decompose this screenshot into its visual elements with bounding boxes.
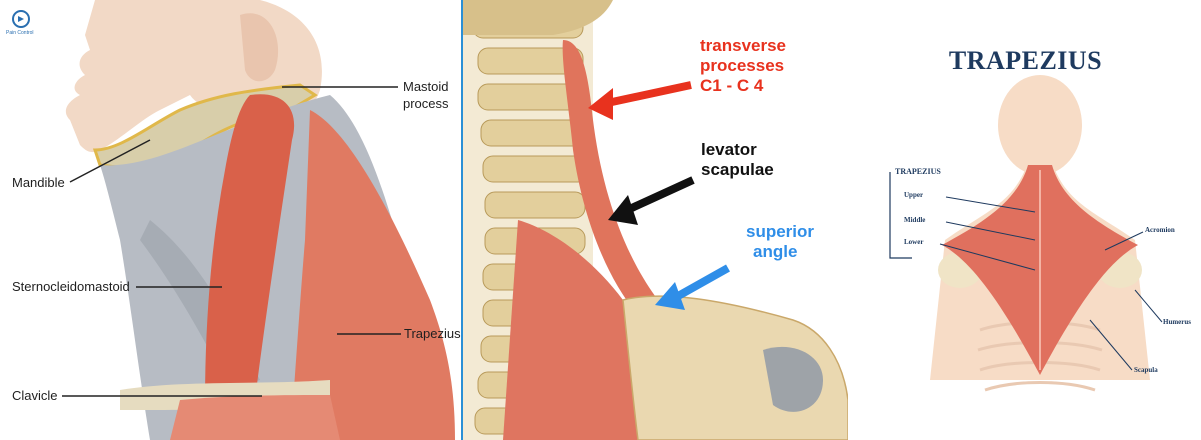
logo: Pain Control	[8, 8, 34, 38]
label-transverse-3: C1 - C 4	[700, 76, 763, 96]
legend-upper: Upper	[904, 191, 923, 199]
legend-title: TRAPEZIUS	[895, 167, 941, 176]
lower-muscle	[170, 395, 340, 440]
label-mastoid-1: Mastoid	[403, 79, 449, 95]
label-acromion: Acromion	[1145, 226, 1175, 234]
back-drawing	[850, 0, 1201, 440]
label-transverse-2: processes	[700, 56, 784, 76]
label-clavicle: Clavicle	[12, 388, 58, 404]
label-scapula: Scapula	[1134, 366, 1158, 374]
label-levator-2: scapulae	[701, 160, 774, 180]
legend-middle: Middle	[904, 216, 925, 224]
legend-lower: Lower	[904, 238, 923, 246]
trapezius-infographic: TRAPEZIUS TRAPEZIUS Upper Middle Lower A…	[850, 0, 1201, 440]
spine-drawing	[463, 0, 848, 440]
label-superior-2: angle	[753, 242, 797, 262]
neck-lateral-illustration: Pain Control Mastoid process Mandible St…	[0, 0, 461, 440]
label-sternocleidomastoid: Sternocleidomastoid	[12, 279, 130, 295]
label-trapezius: Trapezius	[404, 326, 461, 342]
label-humerus: Humerus	[1163, 318, 1191, 326]
neck-lateral-drawing	[0, 0, 461, 440]
head	[998, 75, 1082, 175]
label-levator-1: levator	[701, 140, 757, 160]
logo-text: Pain Control	[6, 30, 34, 36]
label-mandible: Mandible	[12, 175, 65, 191]
label-mastoid-2: process	[403, 96, 449, 112]
levator-arrow-shaft	[623, 180, 693, 212]
label-superior-1: superior	[746, 222, 814, 242]
label-transverse-1: transverse	[700, 36, 786, 56]
levator-scapulae-illustration: transverse processes C1 - C 4 levator sc…	[463, 0, 848, 440]
